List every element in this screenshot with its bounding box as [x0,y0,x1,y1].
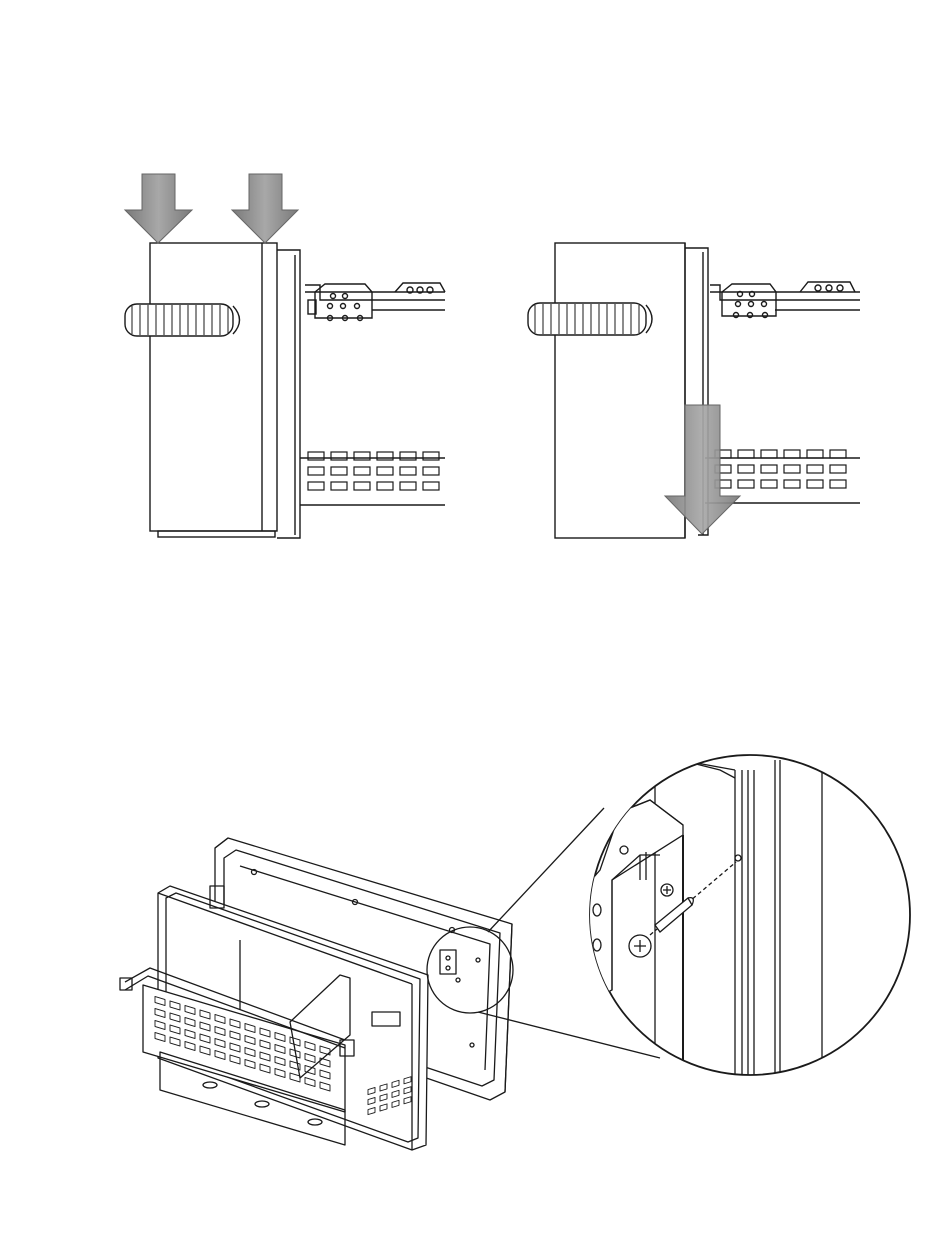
figure-press-panel [125,243,445,538]
slide-rail [305,283,445,310]
front-panel [150,243,300,538]
mounting-bracket [308,284,372,321]
callout-line [488,808,604,932]
small-bracket [440,950,460,982]
drawer-handle [528,303,652,335]
slide-rail [710,282,860,310]
mounting-bracket [722,284,776,318]
down-arrow-icon [125,174,192,243]
figure-drawer-assembly [120,808,660,1150]
down-arrow-icon [232,174,298,243]
vent-slots [715,450,846,488]
drawer-handle [125,304,240,336]
magnified-detail [570,755,910,1080]
